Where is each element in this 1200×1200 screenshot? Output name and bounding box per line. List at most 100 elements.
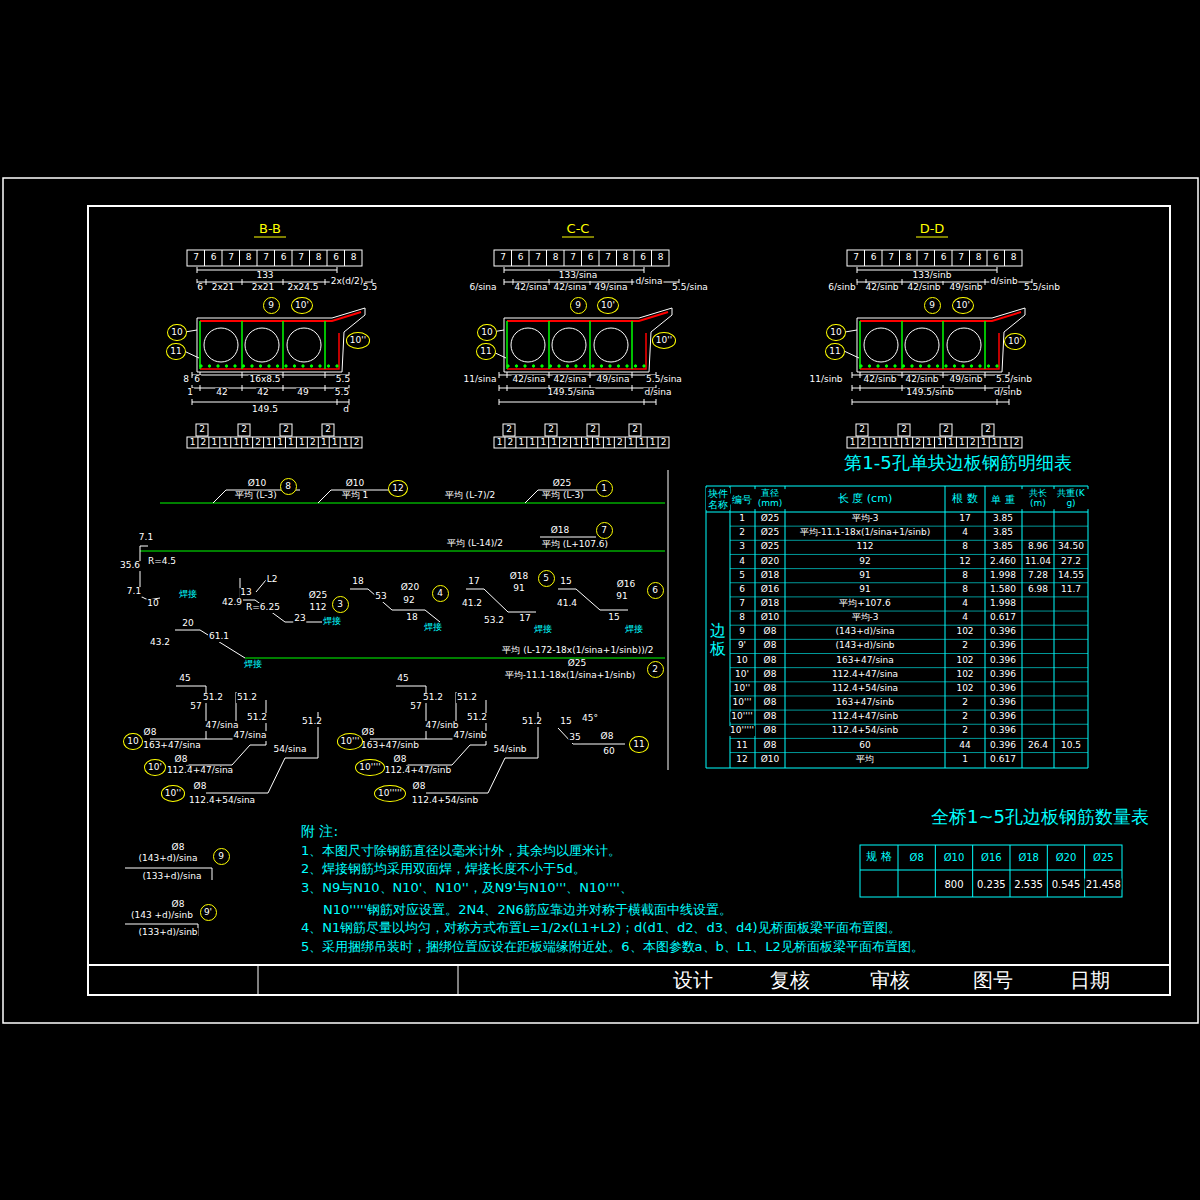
- drawing-line: [242, 385, 243, 391]
- drawing-label: 41.4: [556, 599, 578, 609]
- drawing-line: [636, 437, 637, 448]
- drawing-line: [902, 385, 903, 391]
- drawing-label: 0.396: [989, 627, 1017, 637]
- stirrup-line: [506, 321, 508, 369]
- stirrup-line: [901, 321, 903, 369]
- drawing-label: 焊接: [624, 625, 644, 635]
- callout-bubble: 7: [596, 522, 613, 539]
- table-line: [730, 611, 1088, 612]
- drawing-label: 2x21: [251, 283, 276, 293]
- drawing-label: Ø10: [247, 479, 268, 489]
- drawing-line: [899, 250, 900, 266]
- drawing-label: 2x21: [211, 283, 236, 293]
- dim-box: [982, 424, 994, 436]
- callout-number: 4: [437, 589, 443, 598]
- rebar-line: [860, 333, 999, 369]
- stirrup-line: [859, 321, 861, 369]
- drawing-label: 12: [958, 557, 971, 567]
- drawing-line: [967, 437, 968, 448]
- rebar-line: [245, 658, 665, 659]
- drawing-line: [997, 399, 998, 405]
- callout-bubble: 10: [477, 324, 496, 341]
- table-line: [860, 845, 1122, 897]
- callout-number: 10'': [350, 336, 366, 345]
- rebar-dot: [643, 365, 645, 367]
- drawing-label: 5.5: [334, 388, 350, 398]
- dim-box: [545, 424, 557, 436]
- drawing-label: 6: [992, 253, 1000, 263]
- callout-bubble: 9: [263, 297, 280, 314]
- drawing-line: [344, 250, 345, 266]
- drawing-label: Ø18: [1017, 852, 1040, 863]
- drawing-label: 9': [737, 641, 747, 651]
- drawing-label: 2: [900, 425, 908, 435]
- drawing-label: 日期: [1069, 969, 1111, 991]
- drawing-label: 112.4+54/sina: [188, 796, 256, 806]
- drawing-label: 1: [265, 438, 273, 448]
- drawing-label: 51.2: [456, 693, 478, 703]
- drawing-label: 5.5/sinb: [1023, 283, 1061, 293]
- drawing-label: 51.2: [422, 693, 444, 703]
- drawing-label: 18: [405, 613, 418, 623]
- drawing-label: 焊接: [243, 660, 263, 670]
- drawing-label: Ø18: [760, 571, 781, 581]
- drawing-label: 11: [735, 741, 748, 751]
- drawing-line: [945, 437, 946, 448]
- drawing-line: [985, 372, 986, 378]
- drawing-label: 3: [738, 542, 746, 552]
- drawing-line: [292, 250, 293, 266]
- drawing-label: 1: [961, 755, 969, 765]
- drawing-label: 2: [961, 698, 969, 708]
- drawing-label: 1: [572, 438, 580, 448]
- drawing-label: Ø25: [567, 659, 588, 669]
- drawing-line: [852, 372, 853, 378]
- drawing-label: 平均+107.6: [838, 599, 891, 609]
- drawing-label: 10: [735, 656, 748, 666]
- rebar-shape: [525, 490, 596, 503]
- title-underline: [916, 237, 948, 238]
- drawing-label: 2: [984, 425, 992, 435]
- drawing-label: 平均 (L-14)/2: [446, 539, 504, 549]
- drawing-line: [934, 437, 935, 448]
- drawing-label: 8: [961, 585, 969, 595]
- drawing-label: 1: [594, 438, 602, 448]
- rebar-dot: [532, 365, 534, 367]
- drawing-label: 单 重: [990, 494, 1015, 505]
- void-circle: [594, 328, 628, 362]
- table-line: [945, 486, 946, 768]
- drawing-label: 57: [409, 702, 422, 712]
- rebar-dot: [319, 365, 321, 367]
- drawing-label: 49: [296, 388, 309, 398]
- drawing-label: d/sinb: [993, 388, 1022, 398]
- rebar-shape: [318, 490, 390, 503]
- callout-bubble: 10: [123, 733, 142, 750]
- drawing-label: Ø25: [1092, 852, 1115, 863]
- girder-outline: [197, 308, 365, 372]
- callout-number: 7: [601, 526, 607, 535]
- drawing-label: 1: [958, 438, 966, 448]
- drawing-label: 7: [534, 253, 542, 263]
- leader-line: [184, 351, 199, 358]
- drawing-line: [511, 250, 512, 266]
- drawing-label: 2: [353, 438, 361, 448]
- drawing-label: 1: [583, 438, 591, 448]
- drawing-label: R=6.25: [245, 603, 281, 613]
- drawing-label: 2: [309, 438, 317, 448]
- drawing-line: [239, 250, 240, 266]
- drawing-label: 0.545: [1051, 879, 1082, 890]
- drawing-label: Ø8: [763, 726, 778, 736]
- drawing-label: 42/sinb: [864, 283, 899, 293]
- drawing-label: 44: [958, 741, 971, 751]
- drawing-label: d/sina: [634, 277, 663, 287]
- drawing-label: 0.396: [989, 726, 1017, 736]
- table-line: [935, 845, 936, 897]
- drawing-label: 45: [178, 674, 191, 684]
- drawing-label: 6.98: [1027, 585, 1049, 595]
- drawing-label: 42: [256, 388, 269, 398]
- drawing-label: 0.396: [989, 712, 1017, 722]
- drawing-label: Ø16: [616, 580, 637, 590]
- dimension-line: [192, 402, 349, 403]
- drawing-label: 平均 (L-7)/2: [444, 491, 496, 501]
- drawing-label: 1: [243, 438, 251, 448]
- callout-number: 9': [204, 908, 212, 917]
